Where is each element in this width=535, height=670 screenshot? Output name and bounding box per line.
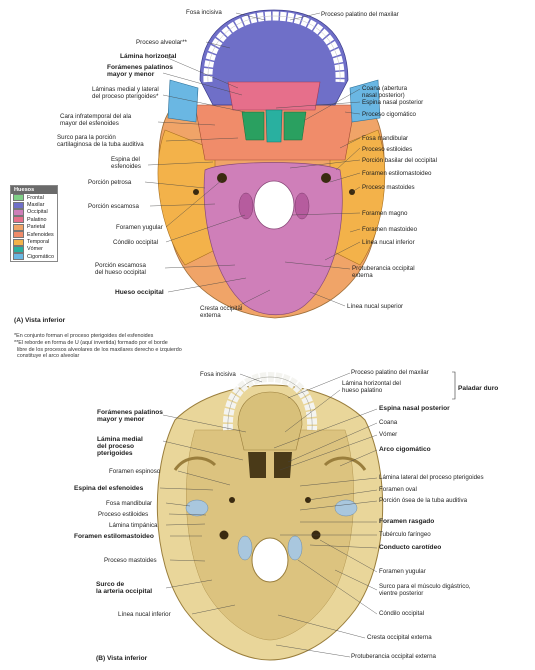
legend-swatch [13, 224, 24, 231]
legend-label: Temporal [27, 239, 49, 245]
label-fosa-incisiva-b: Fosa incisiva [200, 371, 236, 378]
label-forameenes-palatinos-a: Forámenes palatinos mayor y menor [107, 64, 173, 78]
label-linea-nucal-inferior-a: Línea nucal inferior [362, 239, 415, 246]
label-porcion-basilar: Porción basilar del occipital [362, 157, 437, 164]
legend-item: Esfenoides [11, 231, 57, 238]
label-linea-nucal-inferior-b: Línea nucal inferior [118, 611, 171, 618]
legend-label: Esfenoides [27, 232, 54, 238]
legend-label: Occipital [27, 209, 48, 215]
label-fosa-incisiva-a: Fosa incisiva [186, 9, 222, 16]
label-lamina-medial-b: Lámina medial del proceso pterigoides [97, 436, 143, 457]
panel-a-footnote-2: **El reborde en forma de U (aquí inverti… [14, 340, 182, 360]
label-cara-infratemporal: Cara infratemporal del ala mayor del esf… [60, 113, 131, 127]
legend-item: Temporal [11, 238, 57, 245]
label-foramen-oval: Foramen oval [379, 486, 417, 493]
legend-item: Vómer [11, 246, 57, 253]
label-surco-arteria-occipital: Surco de la arteria occipital [96, 581, 152, 595]
legend-item: Occipital [11, 209, 57, 216]
legend-item: Parietal [11, 224, 57, 231]
label-foramen-magno: Foramen magno [362, 210, 407, 217]
legend-label: Parietal [27, 224, 45, 230]
label-foramen-estilomastoideo-a: Foramen estilomastoideo [362, 170, 431, 177]
label-coana-b: Coana [379, 419, 397, 426]
label-espina-nasal-b: Espina nasal posterior [379, 405, 450, 412]
legend-item: Cigomático [11, 253, 57, 260]
legend-swatch [13, 253, 24, 260]
label-foramen-espinoso: Foramen espinoso [109, 468, 160, 475]
label-porcion-osea: Porción ósea de la tuba auditiva [379, 497, 467, 504]
label-foramen-yugular-a: Foramen yugular [116, 224, 163, 231]
label-laminas-medial-lateral: Láminas medial y lateral del proceso pte… [92, 86, 159, 100]
label-coana-a: Coana (abertura nasal posterior) [362, 85, 407, 99]
label-porcion-escamosa-occipital: Porción escamosa del hueso occipital [95, 262, 146, 276]
label-foramen-mastoideo: Foramen mastoideo [362, 226, 417, 233]
label-arco-cigomatico: Arco cigomático [379, 446, 431, 453]
label-porcion-petrosa: Porción petrosa [88, 179, 131, 186]
label-paladar-duro: Paladar duro [458, 385, 498, 392]
label-lamina-horizontal-a: Lámina horizontal [120, 53, 176, 60]
label-proceso-mastoides-a: Proceso mastoides [362, 184, 415, 191]
label-foramen-rasgado: Foramen rasgado [379, 518, 434, 525]
legend-swatch [13, 202, 24, 209]
label-cresta-occipital-b: Cresta occipital externa [367, 634, 432, 641]
label-porcion-escamosa: Porción escamosa [88, 203, 139, 210]
label-linea-nucal-superior: Línea nucal superior [347, 303, 403, 310]
panel-a-caption: (A) Vista inferior [14, 317, 65, 324]
legend-label: Vómer [27, 246, 43, 252]
label-vomer: Vómer [379, 431, 397, 438]
label-hueso-occipital: Hueso occipital [115, 289, 164, 296]
label-proceso-estiloides-a: Proceso estiloides [362, 146, 412, 153]
label-protuberancia-a: Protuberancia occipital externa [352, 265, 415, 279]
legend-label: Frontal [27, 195, 44, 201]
label-fosa-mandibular-b: Fosa mandibular [106, 500, 152, 507]
legend-swatch [13, 209, 24, 216]
label-conducto-carotideo: Conducto carotídeo [379, 544, 441, 551]
label-lamina-horizontal-b: Lámina horizontal del hueso palatino [342, 380, 401, 394]
legend-title: Huesos [11, 186, 57, 194]
legend-item: Maxilar [11, 201, 57, 208]
label-tuberculo-faringeo: Tubérculo faríngeo [379, 531, 431, 538]
legend-item: Palatino [11, 216, 57, 223]
panel-b-caption: (B) Vista inferior [96, 655, 147, 662]
legend-swatch [13, 239, 24, 246]
legend-label: Maxilar [27, 202, 44, 208]
label-surco-digastrico: Surco para el músculo digástrico, vientr… [379, 583, 470, 597]
label-espina-esfenoides-b: Espina del esfenoides [74, 485, 143, 492]
legend-swatch [13, 246, 24, 253]
label-proceso-alveolar: Proceso alveolar** [136, 39, 187, 46]
label-forameenes-palatinos-b: Forámenes palatinos mayor y menor [97, 409, 163, 423]
label-foramen-estilomastoideo-b: Foramen estilomastoideo [74, 533, 154, 540]
label-fosa-mandibular-a: Fosa mandibular [362, 135, 408, 142]
label-surco-porcion: Surco para la porción cartilaginosa de l… [57, 134, 144, 148]
label-proceso-palatino-a: Proceso palatino del maxilar [321, 11, 399, 18]
label-proceso-palatino-b: Proceso palatino del maxilar [351, 369, 429, 376]
label-condilo-occipital-a: Cóndilo occipital [113, 239, 158, 246]
label-protuberancia-b: Protuberancia occipital externa [351, 653, 436, 660]
label-foramen-yugular-b: Foramen yugular [379, 568, 426, 575]
label-condilo-occipital-b: Cóndilo occipital [379, 610, 424, 617]
panel-a-footnote-1: *En conjunto forman el proceso pterigoid… [14, 333, 153, 340]
label-lamina-lateral: Lámina lateral del proceso pterigoides [379, 474, 484, 481]
label-lamina-timpanica: Lámina timpánica [109, 522, 158, 529]
label-proceso-cigomatico: Proceso cigomático [362, 111, 416, 118]
label-espina-esfenoides-a: Espina del esfenoides [111, 156, 141, 170]
legend-swatch [13, 231, 24, 238]
legend-item: Frontal [11, 194, 57, 201]
legend-swatch [13, 216, 24, 223]
legend-label: Palatino [27, 217, 46, 223]
label-espina-nasal-a: Espina nasal posterior [362, 99, 423, 106]
legend-swatch [13, 194, 24, 201]
legend-label: Cigomático [27, 254, 54, 260]
label-proceso-estiloides-b: Proceso estiloides [98, 511, 148, 518]
label-proceso-mastoides-b: Proceso mastoides [104, 557, 157, 564]
label-cresta-occipital-a: Cresta occipital externa [200, 305, 242, 319]
